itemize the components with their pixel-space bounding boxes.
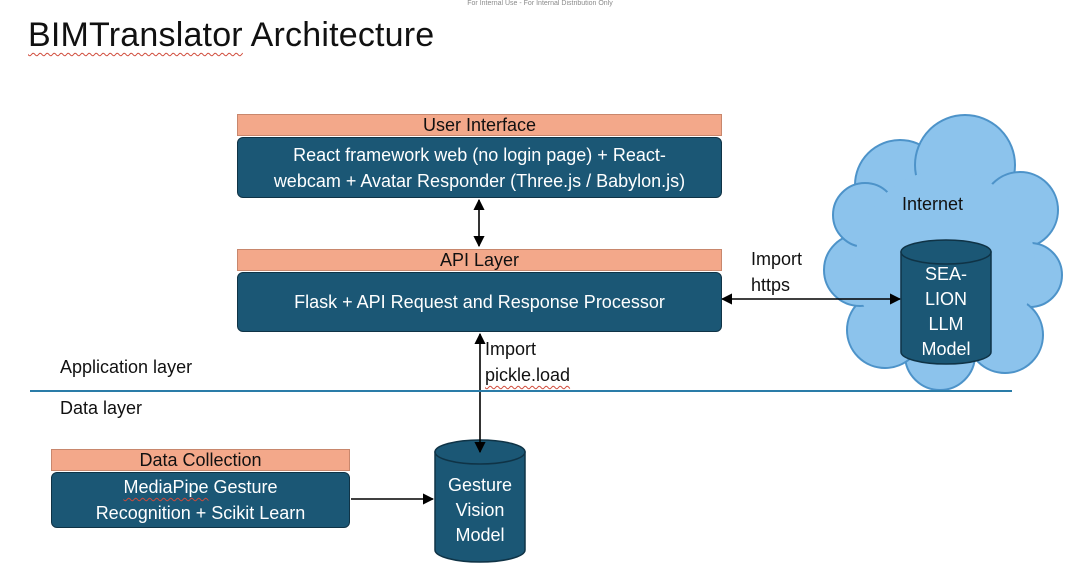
import-https-line-1: Import: [751, 249, 803, 269]
data-collection-line-1: MediaPipe Gesture: [123, 474, 277, 500]
api-layer-label: API Layer: [237, 249, 722, 271]
sealion-model-label: SEA- LION LLM Model: [901, 262, 991, 362]
user-interface-line-2: webcam + Avatar Responder (Three.js / Ba…: [273, 170, 686, 191]
sealion-line-1: SEA-: [924, 264, 967, 284]
sealion-line-3: LLM: [928, 314, 964, 334]
gesture-line-2: Vision: [455, 500, 505, 520]
api-layer-text: Flask + API Request and Response Process…: [294, 292, 665, 312]
gesture-line-3: Model: [455, 525, 505, 545]
api-layer-box: Flask + API Request and Response Process…: [237, 272, 722, 332]
import-pickle-label: Import pickle.load: [485, 336, 570, 388]
mediapipe-word: MediaPipe: [123, 477, 209, 497]
import-pickle-line-1: Import: [485, 339, 537, 359]
user-interface-box: React framework web (no login page) + Re…: [237, 137, 722, 198]
title-word-1: BIMTranslator: [28, 16, 243, 54]
import-https-line-2: https: [751, 275, 791, 295]
gesture-model-label: Gesture Vision Model: [435, 473, 525, 548]
layer-divider: [30, 390, 1012, 392]
gesture-line-1: Gesture: [447, 475, 513, 495]
application-layer-label: Application layer: [60, 357, 193, 377]
data-layer-label: Data layer: [60, 398, 143, 418]
internet-label: Internet: [902, 194, 964, 214]
title-word-2: Architecture: [242, 16, 435, 54]
user-interface-label: User Interface: [237, 114, 722, 136]
sealion-line-2: LION: [924, 289, 967, 309]
sealion-line-4: Model: [921, 339, 971, 359]
gesture-word: Gesture: [208, 477, 278, 497]
data-collection-line-2: Recognition + Scikit Learn: [95, 503, 306, 523]
data-collection-box: MediaPipe Gesture Recognition + Scikit L…: [51, 472, 350, 528]
page-title: BIMTranslator Architecture: [28, 16, 434, 55]
import-https-label: Import https: [751, 246, 802, 298]
watermark-text: For Internal Use - For Internal Distribu…: [467, 0, 613, 7]
import-pickle-line-2: pickle.load: [485, 365, 571, 385]
sealion-cylinder-shape: [900, 239, 992, 365]
data-collection-label: Data Collection: [51, 449, 350, 471]
user-interface-line-1: React framework web (no login page) + Re…: [293, 144, 666, 165]
